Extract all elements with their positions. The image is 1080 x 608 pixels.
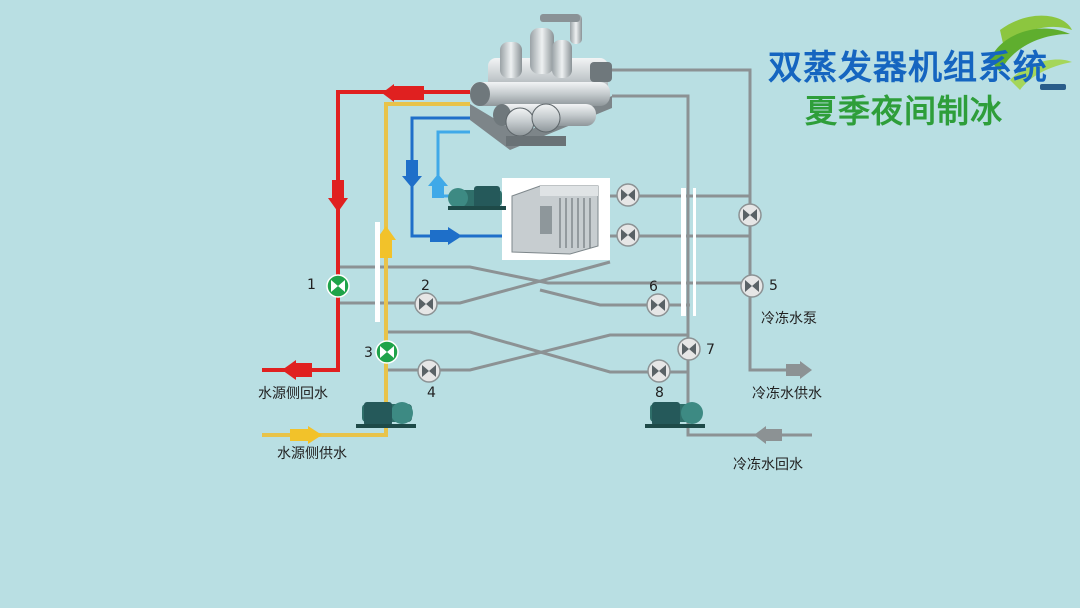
pump-chilled-icon <box>645 402 705 428</box>
red-arrow-down-head <box>328 198 348 212</box>
valve-1-label: 1 <box>307 277 316 293</box>
blue-arrow-down-head <box>402 176 422 188</box>
valve-6-icon[interactable] <box>646 293 670 317</box>
valve-7-icon[interactable] <box>677 337 701 361</box>
valve-5-label: 5 <box>769 278 778 294</box>
chilled-supply-label: 冷冻水供水 <box>752 386 822 402</box>
source-supply-label: 水源侧供水 <box>277 446 347 462</box>
yellow-arrow-up-head <box>376 226 396 240</box>
chiller-unit-icon <box>470 14 612 150</box>
red-arrow-left-top-head <box>382 84 394 102</box>
valve-8-icon[interactable] <box>647 359 671 383</box>
ice-storage-tank-icon <box>502 178 610 260</box>
valve-right-top-icon[interactable] <box>738 203 762 227</box>
valve-tank-top-icon[interactable] <box>616 183 640 207</box>
blue-arrow-right-head <box>448 227 462 245</box>
divider-bar-right <box>681 188 686 316</box>
yellow-arrow-in-head <box>308 426 322 444</box>
lightblue-arrow-up-shaft <box>432 186 444 198</box>
blue-arrow-right-shaft <box>430 230 448 242</box>
chilled-return-main-pipe <box>612 94 690 405</box>
company-logo-icon <box>990 15 1072 90</box>
divider-bars <box>375 188 696 322</box>
gray-arrow-return-head <box>754 426 766 444</box>
blue-arrow-down-shaft <box>406 160 418 176</box>
yellow-pipe <box>262 102 470 437</box>
gray-arrow-return-shaft <box>766 429 782 441</box>
valve-5-icon[interactable] <box>740 274 764 298</box>
valve-2-label: 2 <box>421 278 430 294</box>
yellow-arrow-up-shaft <box>380 240 392 258</box>
pump-source-icon <box>356 402 416 428</box>
red-arrow-down-shaft <box>332 180 344 198</box>
valve-4-label: 4 <box>427 385 436 401</box>
red-arrow-exit-head <box>282 360 296 380</box>
pipe-h3 <box>340 265 750 285</box>
valve-7-label: 7 <box>706 342 715 358</box>
title-line-1: 双蒸发器机组系统 <box>768 48 1048 88</box>
yellow-arrow-in-shaft <box>290 429 308 441</box>
source-supply-pipe <box>262 102 470 437</box>
pump-evaporator-icon <box>448 186 506 210</box>
valve-tank-bottom-icon[interactable] <box>616 223 640 247</box>
gray-arrow-supply-head <box>800 361 812 379</box>
divider-bar-left <box>375 222 380 322</box>
chilled-return-label: 冷冻水回水 <box>733 457 803 473</box>
divider-bar-right-2 <box>693 188 696 316</box>
flow-arrows <box>282 84 812 444</box>
valve-4-icon[interactable] <box>417 359 441 383</box>
valve-3-label: 3 <box>364 345 373 361</box>
red-arrow-left-top <box>394 84 424 100</box>
source-return-label: 水源侧回水 <box>258 386 328 402</box>
chilled-return-pipe-in <box>686 415 812 437</box>
valve-1-icon[interactable] <box>326 274 350 298</box>
valve-2-icon[interactable] <box>414 292 438 316</box>
lightblue-arrow-up-head <box>428 174 448 186</box>
valve-8-label: 8 <box>655 385 664 401</box>
valve-3-icon[interactable] <box>375 340 399 364</box>
gray-arrow-supply-shaft <box>786 364 800 376</box>
chilled-pump-label: 冷冻水泵 <box>761 311 817 327</box>
title-line-2: 夏季夜间制冰 <box>805 92 1004 130</box>
red-arrow-exit-shaft <box>296 363 312 377</box>
valve-6-label: 6 <box>649 279 658 295</box>
